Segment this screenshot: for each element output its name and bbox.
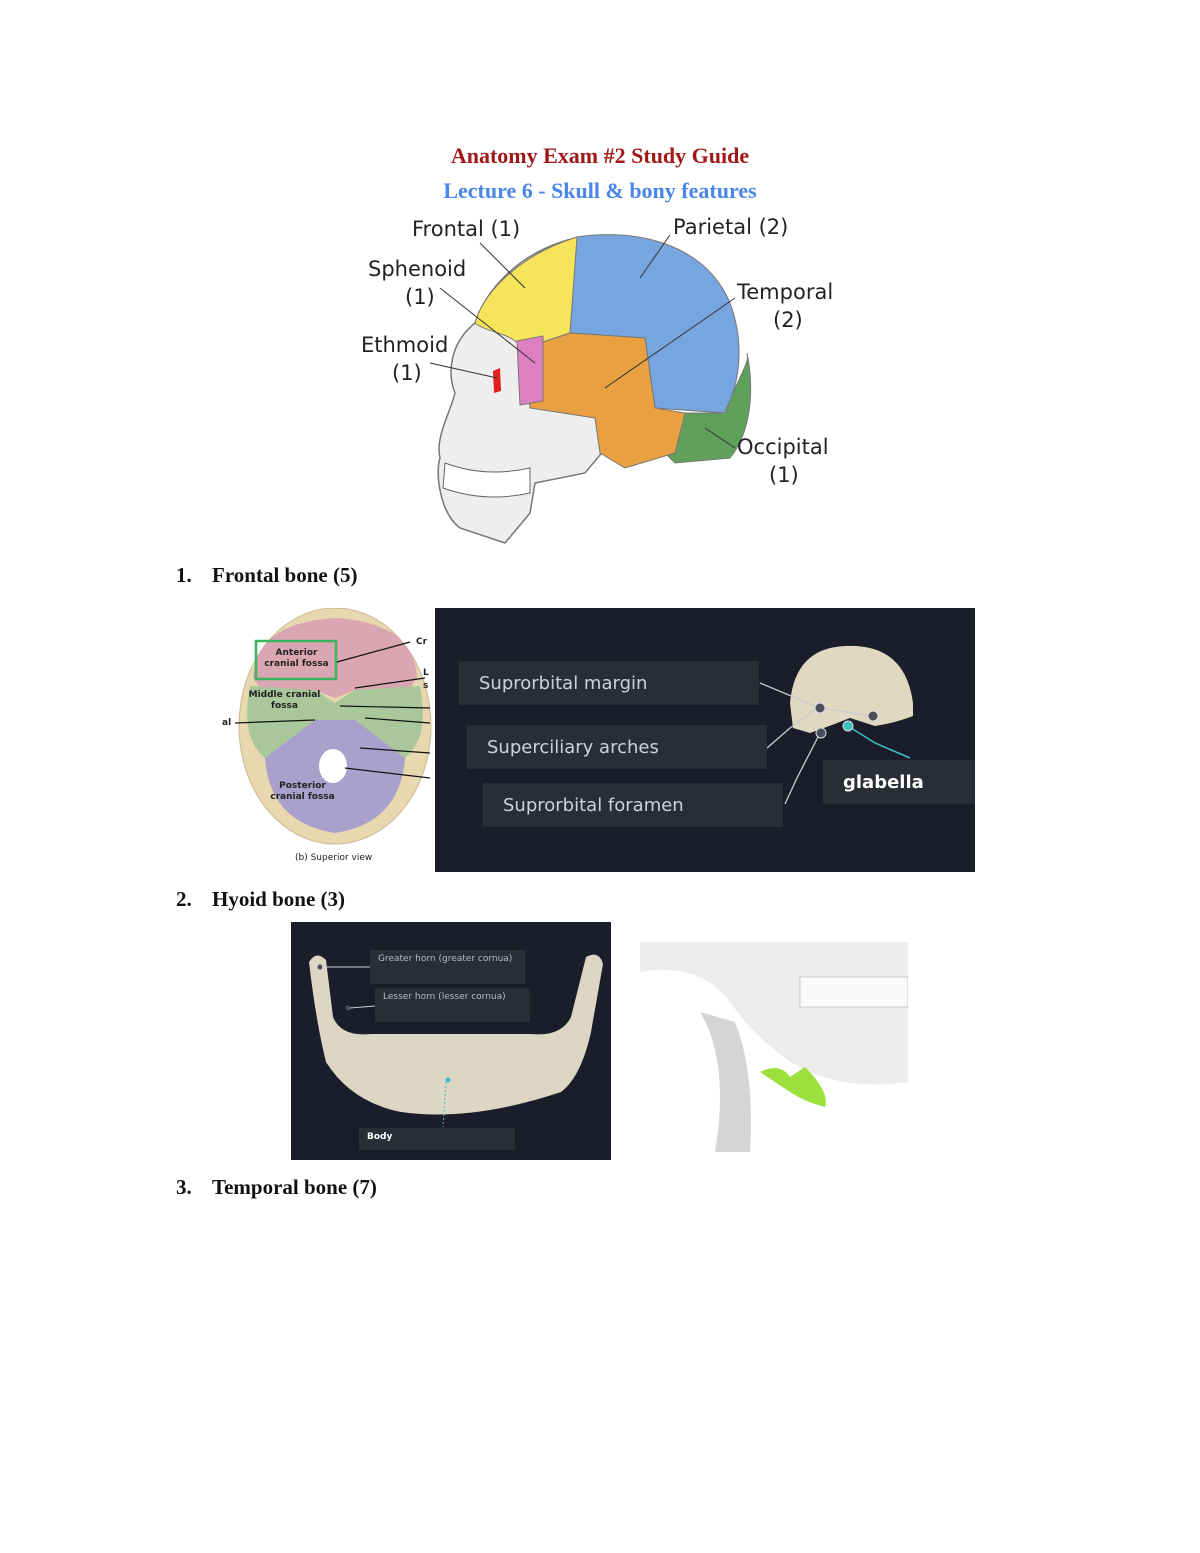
section-number: 1. — [176, 563, 192, 587]
label-parietal: Parietal (2) — [673, 215, 789, 239]
label-sphenoid: Sphenoid — [368, 257, 467, 281]
section-heading-frontal: 1. Frontal bone (5) — [176, 563, 357, 588]
label-lesser-horn: Lesser horn (lesser cornua) — [375, 988, 530, 1022]
cut-label: s — [423, 681, 429, 691]
cut-label: al — [222, 718, 232, 728]
label-glabella: glabella — [823, 760, 975, 804]
section-label: Hyoid bone (3) — [212, 887, 346, 911]
label-temporal: Temporal — [737, 280, 834, 304]
section-heading-hyoid: 2. Hyoid bone (3) — [176, 887, 345, 912]
teeth — [442, 462, 531, 498]
cranial-fossa-diagram: Anterior cranial fossa Middle cranial fo… — [222, 607, 435, 870]
label-frontal: Frontal (1) — [412, 217, 521, 241]
label-occipital-count: (1) — [769, 463, 799, 487]
skull-illustration — [429, 234, 752, 544]
label-superciliary-arches: Superciliary arches — [467, 725, 767, 769]
temporal-bone — [524, 332, 686, 469]
document-subtitle: Lecture 6 - Skull & bony features — [443, 178, 757, 203]
section-number: 2. — [176, 887, 192, 911]
neck-skull-illustration — [640, 942, 909, 1152]
ethmoid-bone — [493, 368, 501, 393]
document-title: Anatomy Exam #2 Study Guide — [450, 143, 750, 168]
hyoid-illustration — [309, 954, 603, 1128]
cut-label: L — [423, 668, 429, 678]
hyoid-location-image — [640, 942, 909, 1152]
hyoid-bone-panel: Greater horn (greater cornua) Lesser hor… — [291, 922, 611, 1160]
label-ethmoid: Ethmoid — [361, 333, 449, 357]
cut-label: Cr — [416, 637, 428, 647]
skull-lateral-diagram: Frontal (1) Parietal (2) Sphenoid (1) Te… — [355, 213, 845, 549]
frontal-bone-panel: Suprorbital margin Superciliary arches S… — [435, 608, 975, 872]
sphenoid-bone — [516, 335, 544, 406]
label-sphenoid-count: (1) — [405, 285, 435, 309]
label-temporal-count: (2) — [773, 308, 803, 332]
label-occipital: Occipital — [737, 435, 829, 459]
section-label: Frontal bone (5) — [212, 563, 358, 587]
label-greater-horn: Greater horn (greater cornua) — [370, 950, 525, 984]
label-suprorbital-margin: Suprorbital margin — [459, 661, 759, 705]
label-ethmoid-count: (1) — [392, 361, 422, 385]
label-middle-cranial-fossa: Middle cranial fossa — [248, 690, 321, 711]
caption-superior-view: (b) Superior view — [295, 853, 373, 863]
cranial-floor-illustration — [234, 607, 432, 845]
label-posterior-cranial-fossa: Posterior cranial fossa — [270, 781, 335, 802]
section-heading-temporal: 3. Temporal bone (7) — [176, 1175, 377, 1200]
section-number: 3. — [176, 1175, 192, 1199]
label-suprorbital-foramen: Suprorbital foramen — [483, 783, 783, 827]
frontal-bone-illustration — [759, 645, 913, 805]
section-label: Temporal bone (7) — [212, 1175, 377, 1199]
label-anterior-cranial-fossa: Anterior cranial fossa — [264, 648, 329, 669]
label-body: Body — [359, 1128, 515, 1150]
